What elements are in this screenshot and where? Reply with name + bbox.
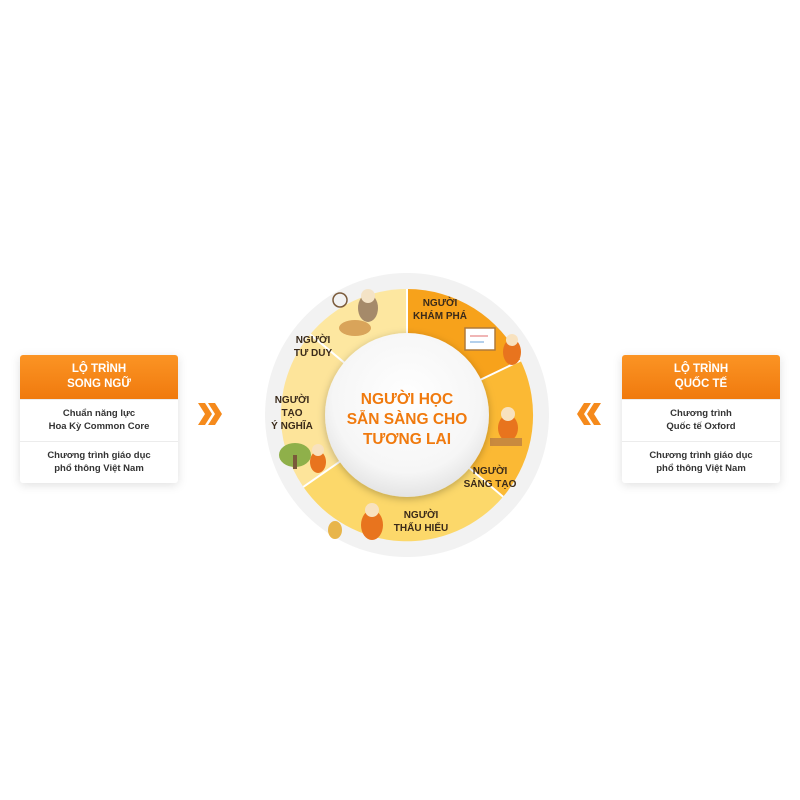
owl-meaning-illustration (279, 443, 326, 473)
owl-thinker-illustration (332, 289, 378, 336)
left-card-title-line2: SONG NGỮ (67, 378, 131, 390)
left-row1-line2: Hoa Kỳ Common Core (48, 420, 150, 432)
center-title-line2: SẴN SÀNG CHO (347, 411, 468, 428)
left-pathway-card: LỘ TRÌNH SONG NGỮ Chuẩn năng lực Hoa Kỳ … (20, 355, 178, 483)
left-row1-line1: Chuẩn năng lực (62, 408, 136, 419)
right-row1-line2: Quốc tế Oxford (666, 420, 736, 432)
right-card-title-line2: QUỐC TẾ (674, 378, 728, 390)
owl-creator-illustration (490, 407, 522, 446)
right-card-row: Chương trình giáo dục phổ thông Việt Nam (622, 441, 780, 483)
segment-label-tao-y-nghia-2: TẠO (281, 408, 302, 419)
right-row2-line1: Chương trình giáo dục (649, 450, 753, 461)
center-title-line3: TƯƠNG LAI (363, 431, 451, 448)
left-card-title: LỘ TRÌNH SONG NGỮ (20, 355, 178, 399)
left-card-row: Chuẩn năng lực Hoa Kỳ Common Core (20, 399, 178, 441)
left-row2-line2: phổ thông Việt Nam (54, 462, 144, 474)
owl-understanding-illustration (328, 503, 383, 540)
right-row2-line2: phổ thông Việt Nam (656, 462, 746, 474)
owl-explorer-illustration (464, 327, 521, 365)
right-pathway-card: LỘ TRÌNH QUỐC TẾ Chương trình Quốc tế Ox… (622, 355, 780, 483)
segment-label-thau-hieu-1: NGƯỜI (404, 508, 439, 521)
segment-label-tu-duy-1: NGƯỜI (296, 333, 331, 346)
segment-label-tu-duy-2: TƯ DUY (294, 348, 333, 359)
segment-label-sang-tao-2: SÁNG TẠO (464, 477, 517, 490)
segment-label-thau-hieu-2: THẤU HIỂU (394, 521, 448, 534)
right-card-row: Chương trình Quốc tế Oxford (622, 399, 780, 441)
segment-label-kham-pha-2: KHÁM PHÁ (413, 309, 467, 322)
center-title-line1: NGƯỜI HỌC (361, 390, 453, 408)
segment-label-tao-y-nghia-1: NGƯỜI (275, 393, 310, 406)
right-card-title-line1: LỘ TRÌNH (673, 363, 729, 375)
right-card-title: LỘ TRÌNH QUỐC TẾ (622, 355, 780, 399)
right-row1-line1: Chương trình (670, 408, 732, 419)
double-chevron-left-icon (577, 403, 601, 425)
left-row2-line1: Chương trình giáo dục (47, 450, 151, 461)
left-card-row: Chương trình giáo dục phổ thông Việt Nam (20, 441, 178, 483)
segment-label-tao-y-nghia-3: Ý NGHĨA (271, 419, 313, 432)
left-card-title-line1: LỘ TRÌNH (71, 363, 127, 375)
segment-label-sang-tao-1: NGƯỜI (473, 464, 508, 477)
double-chevron-right-icon (198, 403, 222, 425)
segment-label-kham-pha-1: NGƯỜI (423, 296, 458, 309)
center-circle (325, 333, 489, 497)
